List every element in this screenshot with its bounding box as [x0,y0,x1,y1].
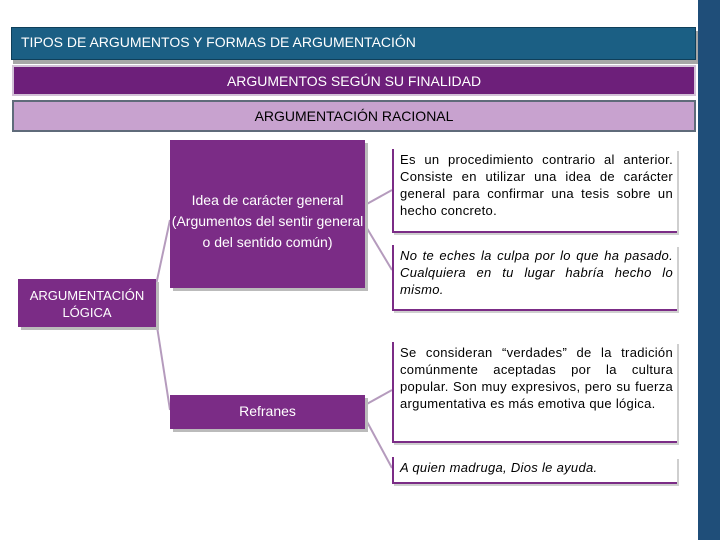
text-idea-example: No te eches la culpa por lo que ha pasad… [392,245,677,311]
connector-idea-desc [364,189,393,206]
node-refranes: Refranes [170,395,365,429]
text-refranes-example: A quien madruga, Dios le ayuda. [392,457,677,484]
right-decorative-bar [698,0,720,540]
node-idea-caracter-general: Idea de carácter general (Argumentos del… [170,140,365,288]
connector-refranes-example [364,417,393,469]
text-idea-description: Es un procedimiento contrario al anterio… [392,149,677,233]
connector-refranes-desc [364,389,393,406]
text-refranes-description: Se consideran “verdades” de la tradición… [392,342,677,443]
connector-logic-idea [155,219,171,286]
connector-idea-example [364,224,393,271]
page-title: TIPOS DE ARGUMENTOS Y FORMAS DE ARGUMENT… [11,27,696,60]
connector-logic-refranes [155,319,171,411]
node-argumentacion-logica: ARGUMENTACIÓN LÓGICA [18,279,156,327]
band-argumentos-finalidad: ARGUMENTOS SEGÚN SU FINALIDAD [12,65,696,96]
band-argumentacion-racional: ARGUMENTACIÓN RACIONAL [12,100,696,132]
